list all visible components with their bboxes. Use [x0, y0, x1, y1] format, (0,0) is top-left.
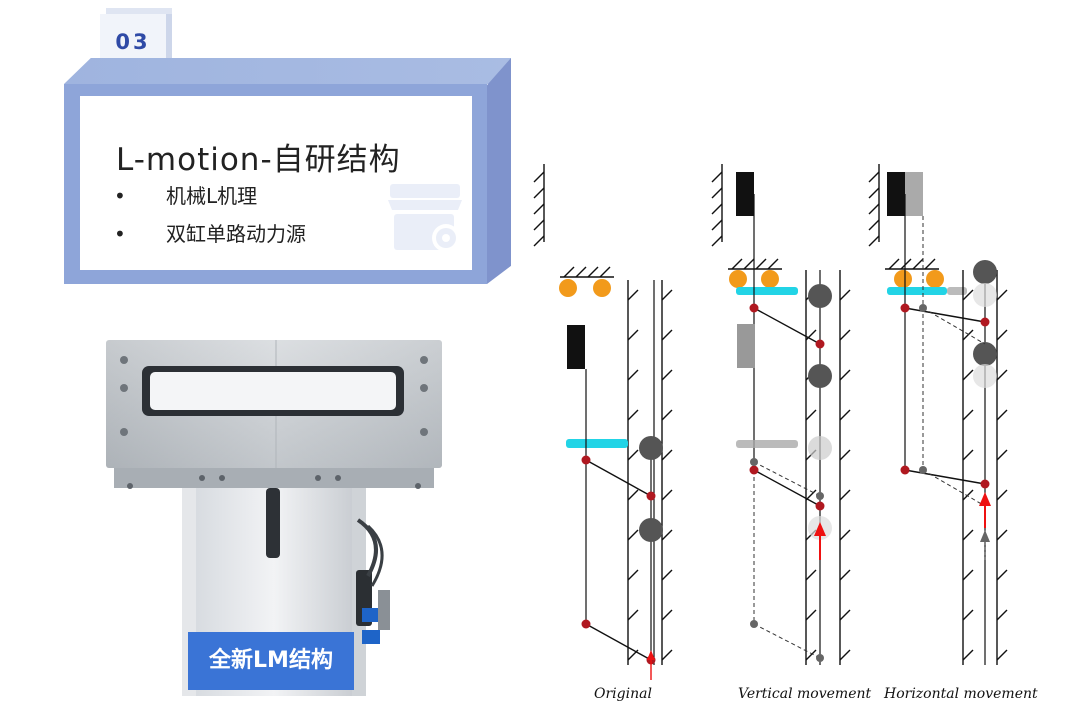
pivot: [581, 455, 656, 665]
wall-hatch-icon: [533, 164, 545, 247]
product-photo: [106, 340, 442, 696]
bullet-item: • 双缸单路动力源: [114, 218, 306, 247]
bullet-text: 双缸单路动力源: [166, 222, 306, 246]
photo-caption-box: [188, 632, 354, 690]
wall-hatch-icon: [868, 164, 880, 247]
panel-label-original: Original: [594, 686, 652, 702]
mechanism-diagram: [533, 164, 1008, 680]
panel-vertical: [711, 164, 851, 665]
panel-label-horizontal: Horizontal movement: [884, 686, 1038, 702]
photo-caption: 全新LM结构: [209, 648, 333, 673]
card-top-bevel: [64, 58, 511, 84]
panel-horizontal: [868, 164, 1008, 665]
store-icon: [388, 184, 462, 252]
bullet-item: • 机械L机理: [114, 180, 257, 209]
panel-original: [533, 164, 673, 680]
bullet-text: 机械L机理: [166, 184, 258, 208]
bullet-marker: •: [114, 184, 126, 208]
wall-hatch-icon: [711, 164, 723, 247]
bullet-marker: •: [114, 222, 126, 246]
card-side-bevel: [487, 58, 511, 284]
panel-label-vertical: Vertical movement: [738, 686, 872, 702]
roller: [593, 279, 611, 297]
number-tab-top: [106, 8, 172, 14]
title-card-inner: [80, 96, 472, 270]
section-title: L-motion-自研结构: [116, 142, 401, 178]
roller: [559, 279, 577, 297]
section-number: 03: [115, 30, 151, 54]
